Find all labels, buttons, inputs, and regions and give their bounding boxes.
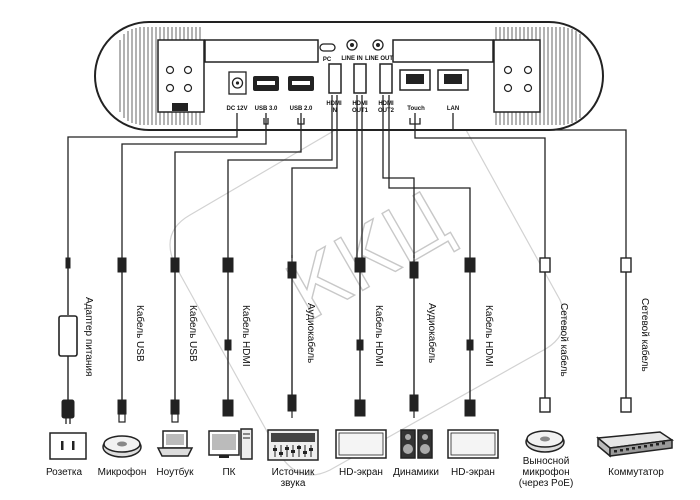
- cables: [58, 255, 632, 424]
- device-body: DC 12V USB 3.0 USB 2.0 PC LINE IN LINE O…: [94, 21, 604, 131]
- port-label-usb3: USB 3.0: [255, 106, 278, 112]
- laptop-icon: [156, 430, 194, 457]
- device-label-speakers: Динамики: [393, 467, 439, 478]
- hd-screen-icon-2: [447, 429, 499, 459]
- cable-label-power: Адаптер питания: [83, 297, 94, 376]
- cable-network-1: [539, 257, 551, 413]
- cable-usb-1: [117, 257, 127, 423]
- device-label-pc: ПК: [222, 467, 235, 478]
- cable-network-2: [620, 257, 632, 413]
- watermark: ККЦ: [169, 88, 566, 476]
- device-label-laptop: Ноутбук: [156, 466, 194, 478]
- cable-label-audio-2: Аудиокабель: [426, 303, 438, 363]
- reset-slot: [172, 103, 188, 111]
- device-label-hd-screen-1: HD-экран: [339, 467, 383, 478]
- port-label-line-in: LINE IN: [341, 56, 362, 62]
- device-label-socket: Розетка: [46, 467, 83, 478]
- cable-power-adapter: [58, 257, 78, 424]
- hdmi-ports: [328, 63, 393, 94]
- speakers-icon: [400, 429, 433, 459]
- device-label-hd-screen-2: HD-экран: [451, 467, 495, 478]
- devices: [49, 428, 675, 461]
- rj45-ports: [399, 69, 469, 91]
- pc-icon: [208, 428, 253, 460]
- port-label-line-out: LINE OUT: [365, 56, 393, 62]
- dc-port: [228, 71, 247, 95]
- power-socket-icon: [49, 432, 87, 460]
- cable-label-hdmi-3: Кабель HDMI: [483, 305, 495, 367]
- usb-c-port: [319, 43, 336, 52]
- audio-mixer-icon: [267, 429, 319, 461]
- device-label-microphone: Микрофон: [98, 466, 147, 478]
- line-in-jack: [346, 39, 358, 51]
- hd-screen-icon: [335, 429, 387, 459]
- cable-hdmi-1: [222, 257, 234, 417]
- cable-label-usb-1: Кабель USB: [134, 305, 146, 362]
- port-label-dc: DC 12V: [226, 106, 247, 112]
- cable-label-network-1: Сетевой кабель: [558, 303, 570, 377]
- cable-labels: Адаптер питания Кабель USB Кабель USB Ка…: [83, 297, 651, 377]
- cable-audio-1: [287, 255, 297, 418]
- port-label-lan: LAN: [447, 106, 459, 112]
- remote-microphone-icon: [525, 430, 565, 453]
- cable-label-hdmi-1: Кабель HDMI: [240, 305, 252, 367]
- cable-audio-2: [409, 255, 419, 418]
- cable-label-network-2: Сетевой кабель: [639, 298, 651, 372]
- microphone-icon: [102, 435, 142, 458]
- device-label-switch: Коммутатор: [608, 467, 664, 478]
- cable-usb-2: [170, 257, 180, 423]
- cable-label-audio-1: Аудиокабель: [305, 303, 317, 363]
- network-switch-icon: [596, 431, 675, 458]
- line-out-jack: [372, 39, 384, 51]
- cable-label-hdmi-2: Кабель HDMI: [373, 305, 385, 367]
- port-label-pc: PC: [323, 57, 332, 63]
- cable-label-usb-2: Кабель USB: [187, 305, 199, 362]
- cable-hdmi-2: [354, 257, 366, 417]
- routing-lines: [67, 95, 627, 258]
- cable-hdmi-3: [464, 257, 476, 417]
- port-label-touch: Touch: [407, 106, 425, 112]
- port-label-usb2: USB 2.0: [290, 106, 313, 112]
